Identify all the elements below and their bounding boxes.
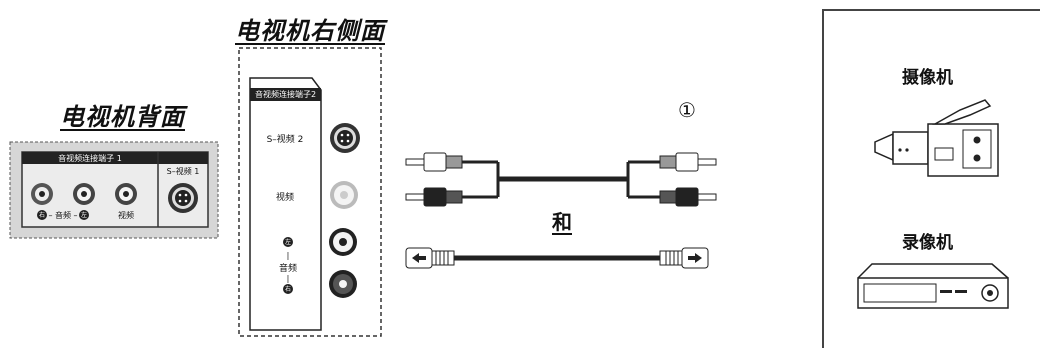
side-video-jack xyxy=(330,181,358,209)
rear-video-jack xyxy=(115,183,137,205)
tv-rear-panel xyxy=(9,141,219,239)
tv-rear-title: 电视机背面 xyxy=(60,103,185,131)
cable-marker: ① xyxy=(678,98,696,122)
rear-right-badge: 右 xyxy=(38,212,45,219)
camcorder-label: 摄像机 xyxy=(902,68,953,88)
tv-side-title: 电视机右侧面 xyxy=(235,17,385,45)
rear-video-label: 视频 xyxy=(118,211,134,220)
side-svideo-label: S–视频 2 xyxy=(266,135,304,145)
side-dash-bottom: | xyxy=(286,274,290,283)
side-av-terminal-header: 音视频连接端子2 xyxy=(254,90,317,99)
vcr-icon xyxy=(857,263,1009,309)
rear-left-badge: 左 xyxy=(80,212,87,219)
rear-svideo-label: S–视频 1 xyxy=(166,167,200,176)
rear-audio-right-jack xyxy=(31,183,53,205)
rear-audio-label: – 音频 – xyxy=(48,211,78,220)
vcr-label: 录像机 xyxy=(902,233,953,253)
tv-side-panel xyxy=(238,47,382,337)
device-panel xyxy=(822,9,1040,348)
side-audio-label: 音频 xyxy=(278,264,297,274)
side-video-label: 视频 xyxy=(275,193,294,203)
rca-cable xyxy=(405,152,717,207)
side-svideo-jack xyxy=(330,123,360,153)
and-label: 和 xyxy=(552,210,572,234)
side-right-badge: 右 xyxy=(284,286,291,293)
side-left-badge: 左 xyxy=(284,239,291,246)
rear-audio-left-jack xyxy=(73,183,95,205)
side-audio-left-jack xyxy=(329,228,357,256)
rear-svideo-jack xyxy=(168,183,198,213)
svideo-cable xyxy=(405,247,709,269)
side-audio-right-jack xyxy=(329,270,357,298)
camcorder-icon xyxy=(874,99,999,177)
rear-av-terminal-label: 音视频连接端子 1 xyxy=(58,154,122,163)
side-dash-top: | xyxy=(286,251,290,260)
